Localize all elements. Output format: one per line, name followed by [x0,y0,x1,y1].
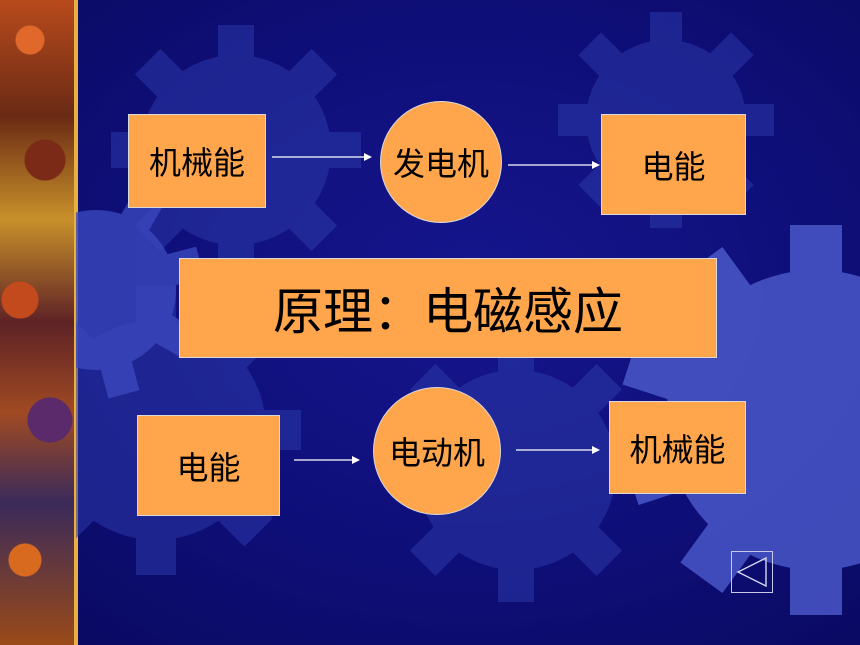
arrow-to-motor [294,456,360,464]
label-mechanical-energy-top: 机械能 [148,144,245,182]
box-mechanical-energy-bottom: 机械能 [609,401,746,494]
principle-text: 原理：电磁感应 [273,283,623,341]
back-triangle-icon [736,556,767,588]
decorative-side-strip [0,0,76,645]
label-motor: 电动机 [388,434,485,472]
arrow-to-generator [272,153,372,161]
label-mechanical-energy-bottom: 机械能 [629,430,726,469]
label-generator: 发电机 [392,145,489,183]
label-electric-energy-bottom: 电能 [176,448,241,487]
arrow-to-electric-energy [508,161,600,169]
circle-motor: 电动机 [373,387,501,515]
box-electric-energy-top: 电能 [601,114,746,215]
box-electric-energy-bottom: 电能 [137,415,280,516]
circle-generator: 发电机 [380,101,502,223]
box-mechanical-energy-top: 机械能 [128,114,266,208]
principle-banner: 原理：电磁感应 [179,258,717,358]
label-electric-energy-top: 电能 [641,147,706,186]
back-button[interactable] [731,551,773,593]
arrow-to-mechanical-energy [516,446,600,454]
